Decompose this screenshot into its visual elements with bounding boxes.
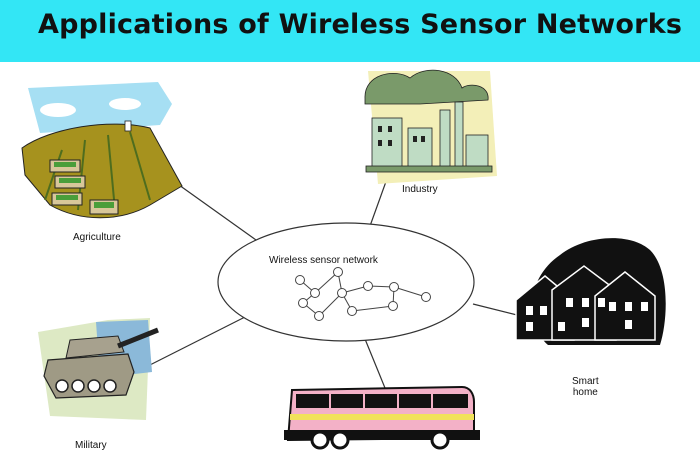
sensor-node xyxy=(364,282,373,291)
tank-icon xyxy=(38,318,158,420)
sensor-node xyxy=(348,307,357,316)
wsn-ellipse xyxy=(218,223,474,341)
military-label: Military xyxy=(75,440,107,451)
bus-icon xyxy=(284,387,480,448)
agriculture-field-icon xyxy=(22,82,182,218)
wsn-label: Wireless sensor network xyxy=(269,255,378,266)
smart-home-label: Smart home xyxy=(572,376,599,398)
sensor-node xyxy=(389,302,398,311)
connector-agriculture xyxy=(172,180,256,240)
sensor-node xyxy=(338,289,347,298)
title-banner: Applications of Wireless Sensor Networks xyxy=(0,0,700,62)
factory-icon xyxy=(365,70,497,184)
connector-bus xyxy=(365,339,385,388)
sensor-node xyxy=(299,299,308,308)
sensor-node xyxy=(334,268,343,277)
connector-military xyxy=(140,317,245,370)
sensor-node xyxy=(311,289,320,298)
sensor-node xyxy=(296,276,305,285)
sensor-node xyxy=(390,283,399,292)
sensor-node xyxy=(422,293,431,302)
industry-label: Industry xyxy=(402,184,438,195)
agriculture-label: Agriculture xyxy=(73,232,121,243)
smart-home-icon xyxy=(516,238,666,345)
wsn-diagram: Wireless sensor network Agriculture Indu… xyxy=(0,62,700,450)
sensor-node xyxy=(315,312,324,321)
page-title: Applications of Wireless Sensor Networks xyxy=(38,9,682,40)
